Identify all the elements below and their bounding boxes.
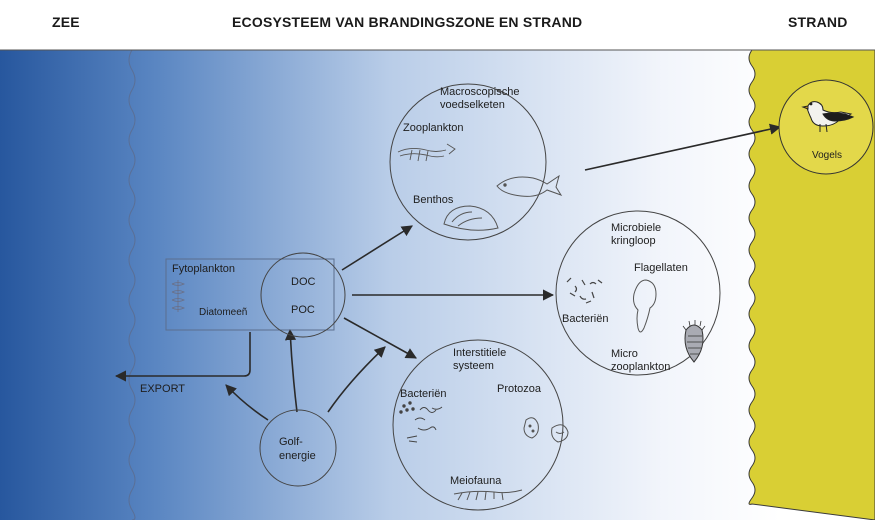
meiofauna-label: Meiofauna xyxy=(450,475,502,487)
macro-foodchain-circle xyxy=(389,83,547,241)
protozoa-label: Protozoa xyxy=(497,383,542,395)
doc-label: DOC xyxy=(291,276,316,288)
header-sea-label: ZEE xyxy=(52,14,80,30)
micro-label-1: Micro xyxy=(611,348,638,360)
diatom-icon xyxy=(171,280,185,312)
arrow-to-birds xyxy=(584,123,782,171)
bacteria-icon xyxy=(566,277,603,304)
interstitial-title-2: systeem xyxy=(453,360,494,372)
wave-energy-label-2: energie xyxy=(279,450,316,462)
microbial-title-2: kringloop xyxy=(611,235,656,247)
arrow-to-interstitial xyxy=(343,317,417,359)
macro-title-1: Macroscopische xyxy=(440,86,519,98)
protozoa-icon xyxy=(523,417,569,443)
arrow-wave-to-interstitial xyxy=(327,346,386,413)
zooplankton-label: Zooplankton xyxy=(403,122,464,134)
header-beach-label: STRAND xyxy=(788,14,848,30)
phytoplankton-label: Fytoplankton xyxy=(172,263,235,275)
meiofauna-icon xyxy=(453,489,523,501)
flagellaten-label: Flagellaten xyxy=(634,262,688,274)
interstitial-title-1: Interstitiele xyxy=(453,347,506,359)
poc-label: POC xyxy=(291,304,315,316)
zooplankton-icon xyxy=(397,143,456,162)
export-label: EXPORT xyxy=(140,383,185,395)
interstitial-bacterien-label: Bacteriën xyxy=(400,388,446,400)
benthos-label: Benthos xyxy=(413,194,454,206)
flagellate-icon xyxy=(633,279,657,333)
doc-poc-circle xyxy=(260,252,346,338)
microbial-loop-circle xyxy=(555,210,721,376)
sea-surf-background xyxy=(0,50,780,520)
phytoplankton-box xyxy=(165,258,335,331)
arrow-wave-to-export xyxy=(225,384,269,421)
shellfish-icon xyxy=(443,205,499,231)
bird-icon xyxy=(801,101,855,133)
diatomeen-label: Diatomeeñ xyxy=(199,307,247,318)
birds-label: Vogels xyxy=(812,150,842,161)
micro-label-2: zooplankton xyxy=(611,361,670,373)
fish-icon xyxy=(496,174,563,197)
arrow-export xyxy=(114,332,251,382)
wave-energy-label-1: Golf- xyxy=(279,436,303,448)
wave-energy-circle xyxy=(259,409,337,487)
microbial-bacterien-label: Bacteriën xyxy=(562,313,608,325)
microzooplankton-icon xyxy=(682,320,706,363)
header-diagram-title: ECOSYSTEEM VAN BRANDINGSZONE EN STRAND xyxy=(232,14,583,30)
arrow-wave-to-docpoc xyxy=(284,328,298,413)
macro-title-2: voedselketen xyxy=(440,99,505,111)
arrow-to-macro xyxy=(341,225,413,271)
bacteria-cluster-icon xyxy=(399,401,443,443)
surf-boundary-line xyxy=(128,49,136,520)
microbial-title-1: Microbiele xyxy=(611,222,661,234)
